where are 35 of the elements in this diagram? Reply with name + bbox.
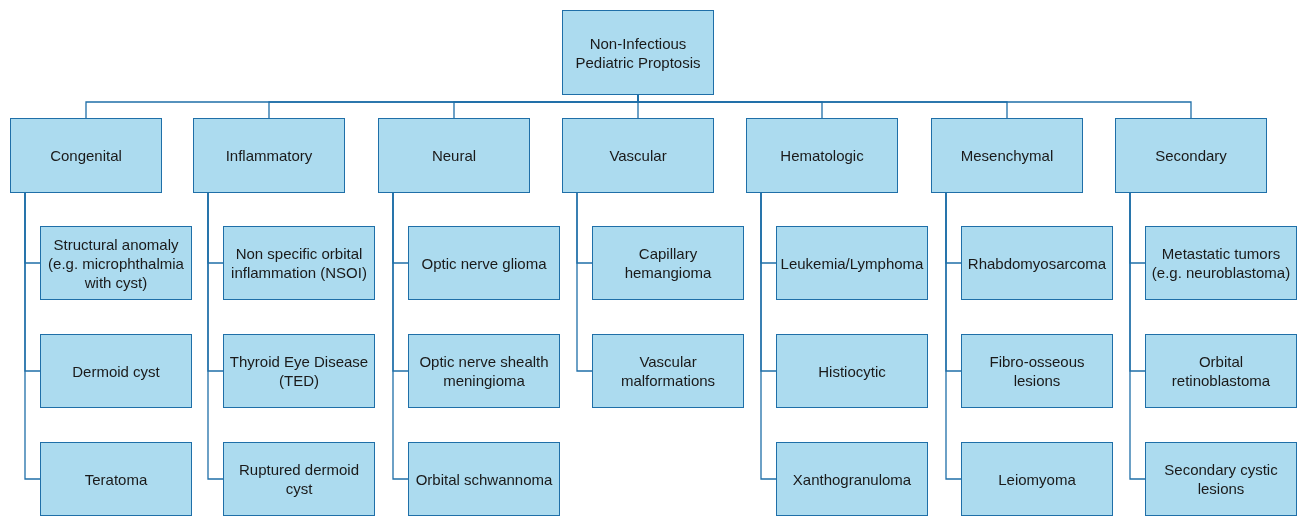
subtype-box: Structural anomaly (e.g. microphthalmia with cyst) bbox=[40, 226, 192, 300]
subtype-box: Fibro-osseous lesions bbox=[961, 334, 1113, 408]
subtype-box: Metastatic tumors (e.g. neuroblastoma) bbox=[1145, 226, 1297, 300]
subtype-box: Vascular malformations bbox=[592, 334, 744, 408]
subtype-box: Capillary hemangioma bbox=[592, 226, 744, 300]
subtype-box: Ruptured dermoid cyst bbox=[223, 442, 375, 516]
subtype-box: Optic nerve glioma bbox=[408, 226, 560, 300]
subtype-box: Teratoma bbox=[40, 442, 192, 516]
category-box: Mesenchymal bbox=[931, 118, 1083, 193]
connector-line bbox=[207, 192, 224, 480]
category-box: Congenital bbox=[10, 118, 162, 193]
category-box: Hematologic bbox=[746, 118, 898, 193]
subtype-box: Dermoid cyst bbox=[40, 334, 192, 408]
connector-line bbox=[392, 192, 409, 480]
subtype-box: Secondary cystic lesions bbox=[1145, 442, 1297, 516]
connector-line bbox=[945, 192, 962, 480]
category-box: Neural bbox=[378, 118, 530, 193]
subtype-box: Xanthogranuloma bbox=[776, 442, 928, 516]
subtype-box: Optic nerve shealth meningioma bbox=[408, 334, 560, 408]
connector-line bbox=[576, 192, 593, 372]
subtype-box: Orbital retinoblastoma bbox=[1145, 334, 1297, 408]
subtype-box: Leukemia/Lymphoma bbox=[776, 226, 928, 300]
subtype-box: Rhabdomyosarcoma bbox=[961, 226, 1113, 300]
subtype-box: Orbital schwannoma bbox=[408, 442, 560, 516]
subtype-box: Leiomyoma bbox=[961, 442, 1113, 516]
root-box: Non-Infectious Pediatric Proptosis bbox=[562, 10, 714, 95]
category-box: Vascular bbox=[562, 118, 714, 193]
subtype-box: Non specific orbital inflammation (NSOI) bbox=[223, 226, 375, 300]
connector-line bbox=[760, 192, 777, 480]
subtype-box: Histiocytic bbox=[776, 334, 928, 408]
category-box: Inflammatory bbox=[193, 118, 345, 193]
connector-line bbox=[1129, 192, 1146, 480]
category-box: Secondary bbox=[1115, 118, 1267, 193]
connector-line bbox=[24, 192, 41, 480]
subtype-box: Thyroid Eye Disease (TED) bbox=[223, 334, 375, 408]
